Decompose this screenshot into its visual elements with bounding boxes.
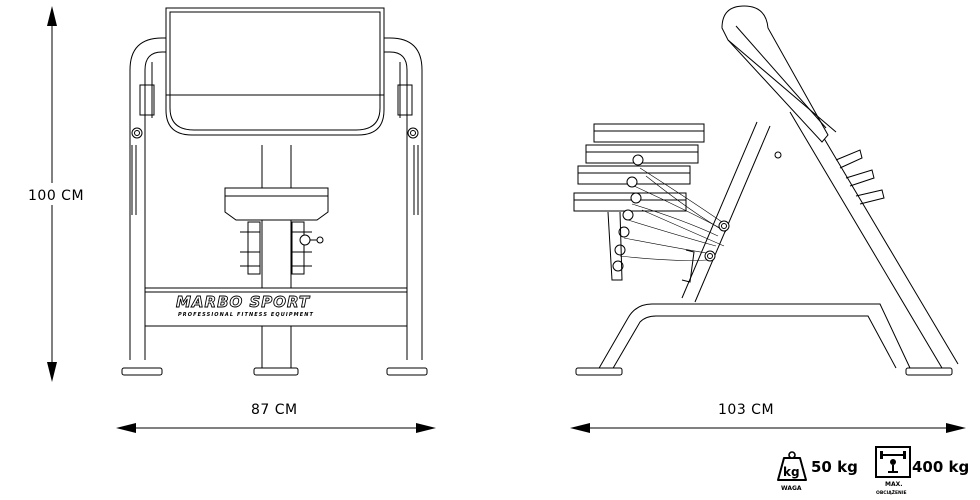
- brand-tagline: PROFESSIONAL FITNESS EQUIPMENT: [178, 312, 314, 318]
- brand-name: MARBO SPORT: [176, 293, 311, 311]
- max-load-caption-2: OBCIĄŻENIE: [876, 489, 907, 496]
- front-view: [121, 7, 428, 376]
- height-dimension: 100 CM: [20, 6, 90, 382]
- depth-label: 103 CM: [718, 402, 774, 418]
- weight-value: 50 kg: [811, 458, 858, 476]
- side-view: [573, 5, 959, 376]
- weight-icon-label: kg: [783, 465, 800, 479]
- max-load-value: 400 kg: [912, 458, 969, 476]
- max-load-icon: [875, 446, 911, 478]
- max-load-caption: MAX.: [885, 481, 903, 488]
- brand-logo: MARBO SPORT PROFESSIONAL FITNESS EQUIPME…: [176, 293, 314, 318]
- width-dimension: 87 CM: [116, 402, 436, 433]
- weight-icon: kg: [777, 451, 807, 481]
- width-label: 87 CM: [251, 402, 298, 418]
- weight-caption: WAGA: [781, 485, 802, 492]
- weight-spec: kg WAGA 50 kg: [777, 451, 858, 492]
- max-load-spec: MAX. OBCIĄŻENIE 400 kg: [875, 446, 969, 496]
- depth-dimension: 103 CM: [570, 402, 966, 433]
- height-label: 100 CM: [28, 188, 84, 204]
